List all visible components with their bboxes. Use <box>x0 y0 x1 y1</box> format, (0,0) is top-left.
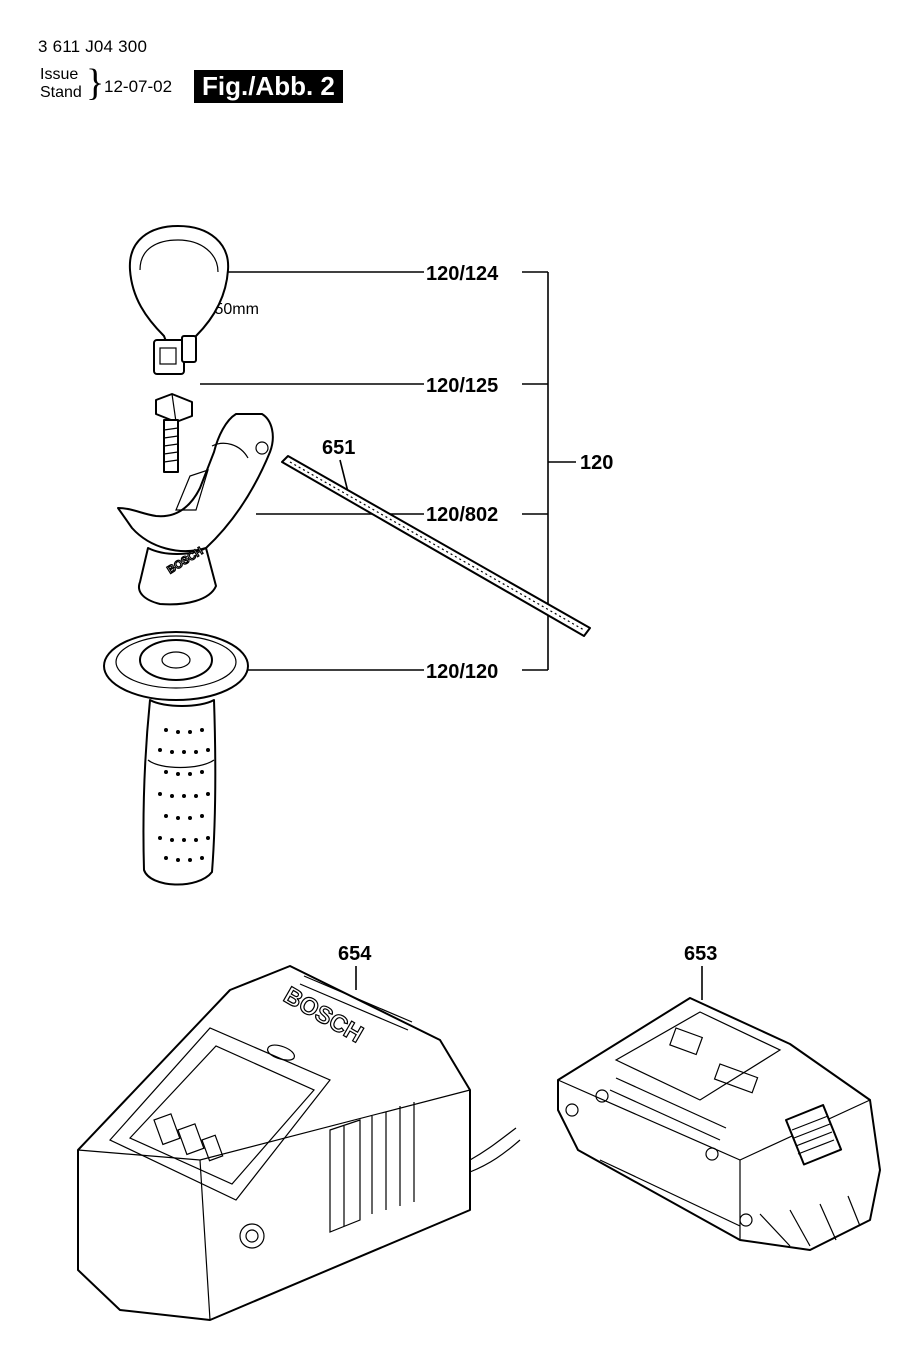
label-120: 120 <box>580 452 613 474</box>
clamp-band <box>128 225 230 375</box>
figure-tag: Fig./Abb. 2 <box>194 70 343 103</box>
charger: BOSCH <box>77 965 521 1321</box>
grip-dots <box>158 728 210 862</box>
issue-label: Issue <box>40 66 79 83</box>
brace: } <box>86 62 105 104</box>
issue-stand-label: Issue Stand <box>40 66 82 102</box>
label-120-124: 120/124 <box>426 263 499 285</box>
battery-pack <box>557 997 881 1251</box>
part-number: 3 611 J04 300 <box>38 37 148 56</box>
handle-bracket: BOSCH <box>117 413 274 606</box>
label-120-125: 120/125 <box>426 375 498 397</box>
issue-date: 12-07-02 <box>104 77 173 96</box>
label-120-120: 120/120 <box>426 661 498 683</box>
bolt <box>155 393 193 473</box>
depth-rod <box>281 455 591 637</box>
label-653: 653 <box>684 943 717 965</box>
side-handle <box>103 631 249 886</box>
label-120-802: 120/802 <box>426 504 498 526</box>
label-651: 651 <box>322 437 355 459</box>
label-654: 654 <box>338 943 372 965</box>
stand-label: Stand <box>40 84 82 101</box>
